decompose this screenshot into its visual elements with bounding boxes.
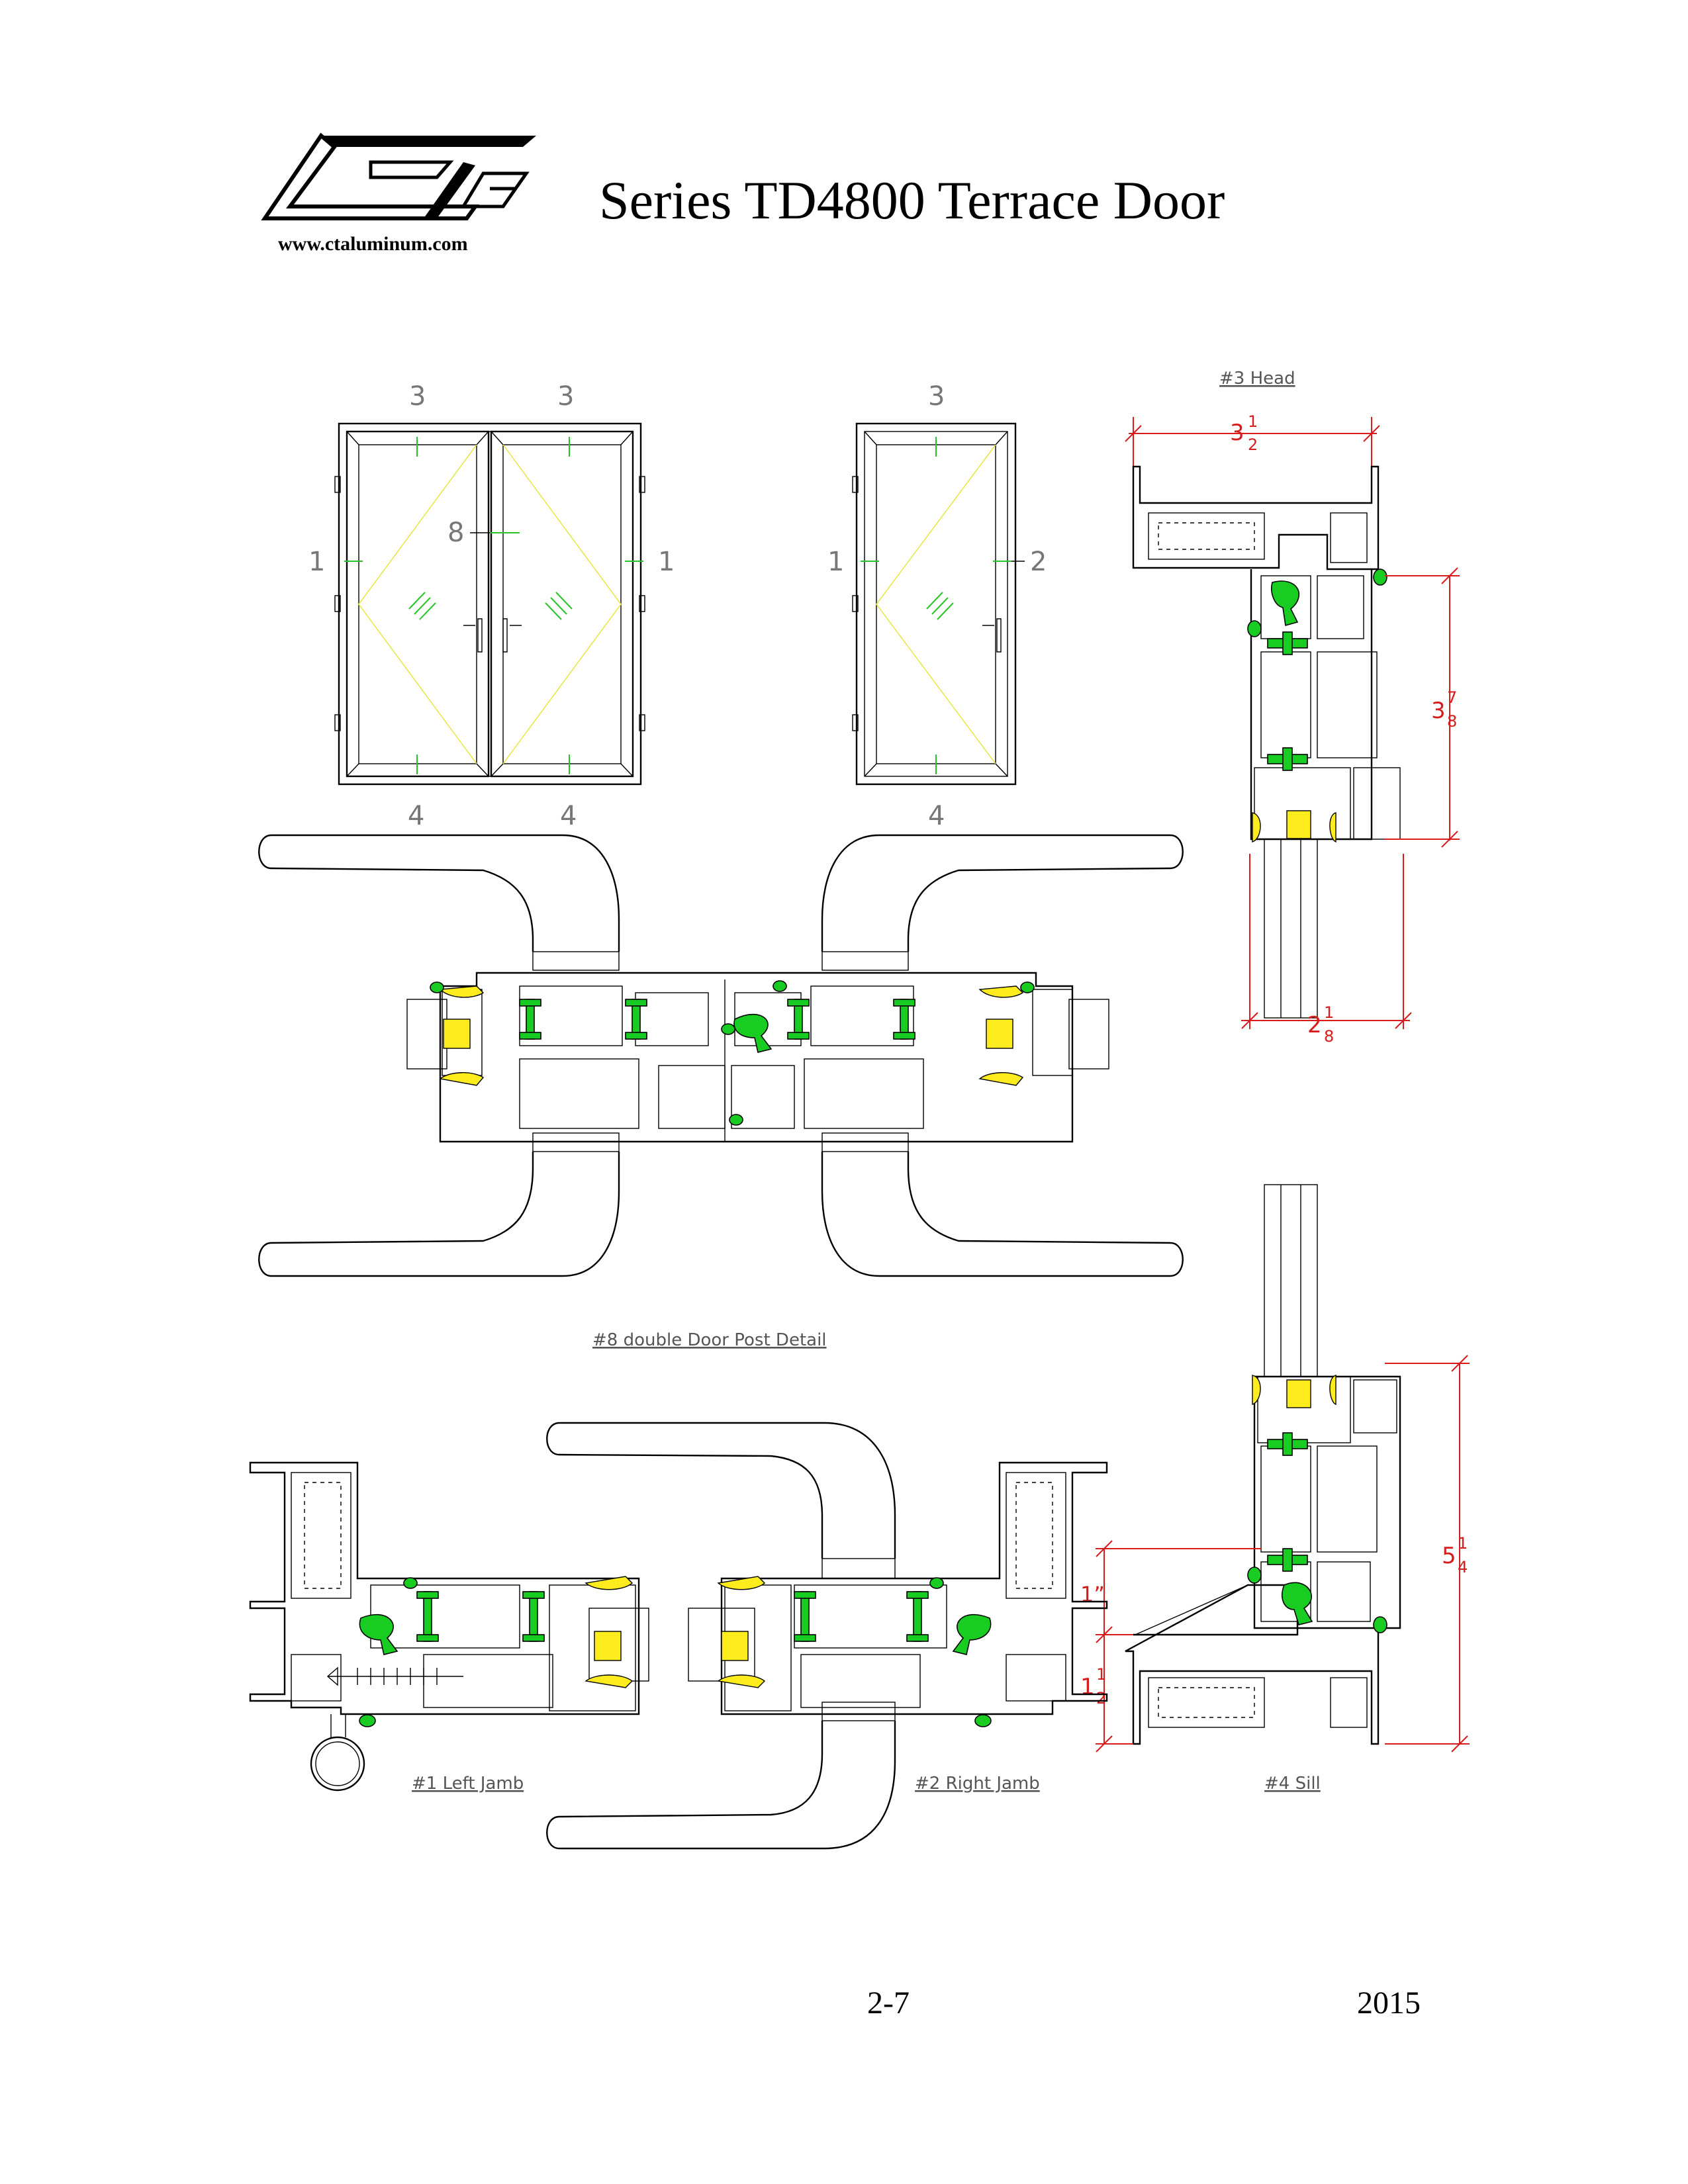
head-detail-label: #3 Head	[1219, 369, 1295, 388]
post-detail-label: #8 double Door Post Detail	[592, 1330, 827, 1350]
single-door-elevation	[852, 422, 1025, 786]
edition-year: 2015	[1357, 1985, 1421, 2021]
section-mark-8: 8	[447, 518, 464, 548]
section-mark-1-right: 1	[658, 547, 675, 577]
single-mark-3: 3	[928, 381, 945, 412]
head-dim-width-den: 2	[1248, 435, 1258, 454]
section-mark-4-right: 4	[560, 801, 577, 831]
head-dim-bottom-whole: 2	[1307, 1012, 1322, 1038]
head-dim-bottom-num: 1	[1324, 1003, 1334, 1022]
company-logo	[261, 132, 536, 220]
head-detail	[1125, 417, 1460, 1029]
head-dim-height-num: 7	[1447, 688, 1457, 707]
post-detail	[258, 834, 1184, 1277]
section-mark-3-right: 3	[557, 381, 574, 412]
sill-dim-lower-whole: 1	[1080, 1674, 1095, 1700]
head-dim-width-num: 1	[1248, 412, 1258, 431]
sill-dim-lower-den: 2	[1096, 1689, 1106, 1707]
left-jamb-detail	[249, 1461, 649, 1792]
section-mark-1-left: 1	[308, 547, 325, 577]
page-title: Series TD4800 Terrace Door	[599, 170, 1225, 230]
single-mark-1: 1	[827, 547, 844, 577]
right-jamb-detail	[546, 1422, 1108, 1850]
sill-dim-height-den: 4	[1458, 1558, 1468, 1576]
sill-detail	[1096, 1184, 1470, 1752]
head-dim-height-den: 8	[1447, 712, 1457, 731]
section-mark-4-left: 4	[408, 801, 424, 831]
page-number: 2-7	[867, 1985, 910, 2021]
right-jamb-label: #2 Right Jamb	[915, 1774, 1040, 1794]
head-dim-height-whole: 3	[1431, 698, 1446, 724]
double-door-elevation	[334, 422, 645, 786]
sill-detail-label: #4 Sill	[1264, 1774, 1321, 1794]
single-mark-2: 2	[1030, 547, 1047, 577]
sill-dim-step: 1”	[1080, 1582, 1105, 1607]
company-website: www.ctaluminum.com	[278, 233, 468, 255]
head-dim-bottom-den: 8	[1324, 1027, 1334, 1046]
sill-dim-lower-num: 1	[1096, 1665, 1106, 1684]
head-dim-width-whole: 3	[1230, 420, 1244, 446]
sill-dim-height-num: 1	[1458, 1534, 1468, 1553]
single-mark-4: 4	[928, 801, 945, 831]
sill-dim-height-whole: 5	[1442, 1543, 1456, 1569]
left-jamb-label: #1 Left Jamb	[412, 1774, 524, 1794]
section-mark-3-left: 3	[409, 381, 426, 412]
